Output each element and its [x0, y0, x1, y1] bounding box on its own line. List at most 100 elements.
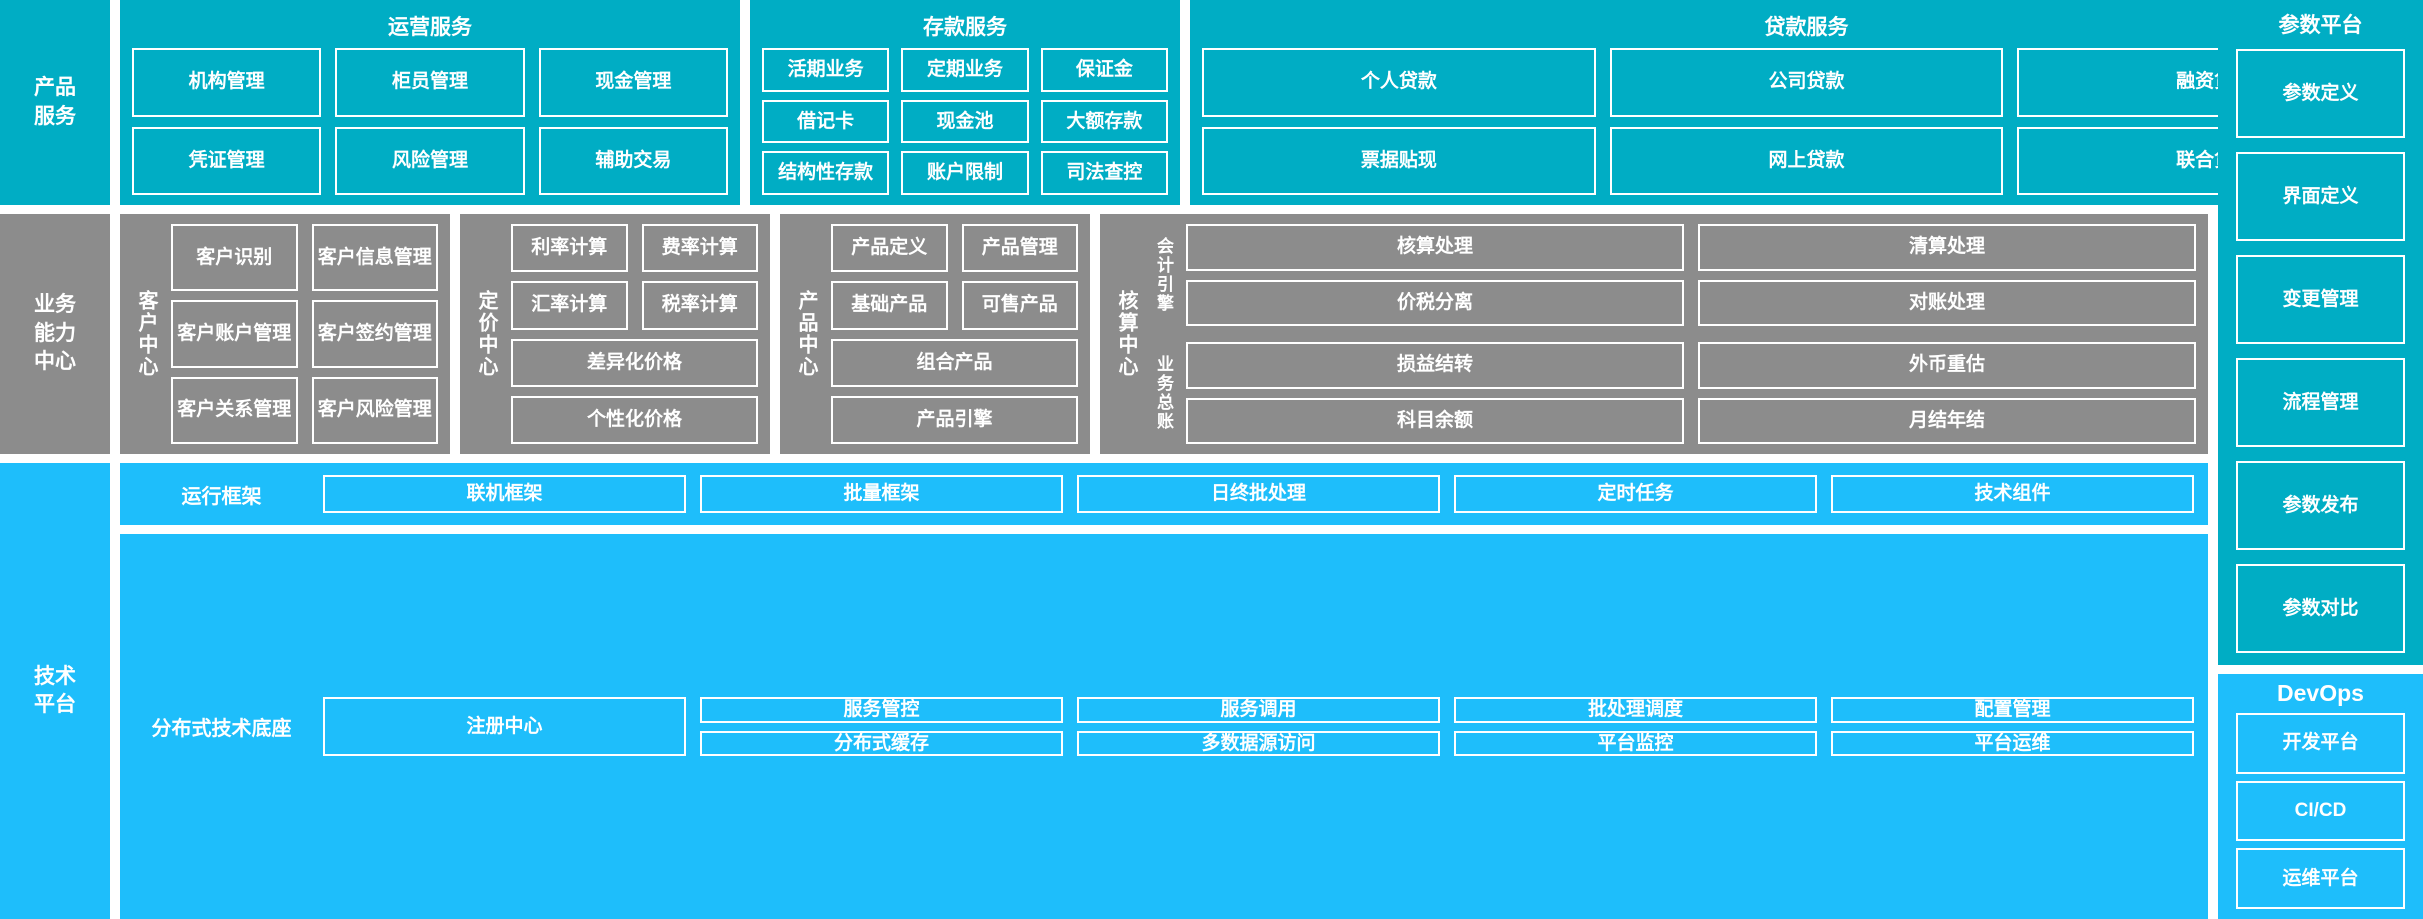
group-operations-services: 运营服务 机构管理 柜员管理 现金管理 凭证管理 风险管理 辅助交易 [120, 0, 740, 205]
capability-item[interactable]: 对账处理 [1698, 279, 2196, 326]
tech-item[interactable]: 平台运维 [1831, 730, 2194, 757]
capability-item[interactable]: 清算处理 [1698, 224, 2196, 271]
center-label-customer: 客户中心 [135, 290, 157, 378]
capability-item[interactable]: 客户识别 [171, 224, 298, 292]
devops-item[interactable]: 开发平台 [2236, 713, 2405, 774]
capability-item[interactable]: 汇率计算 [511, 281, 628, 330]
capability-item[interactable]: 组合产品 [831, 338, 1078, 387]
parameter-item[interactable]: 参数定义 [2236, 49, 2405, 138]
group-title-loan-services: 贷款服务 [1764, 16, 1849, 39]
panel-devops: DevOps 开发平台 CI/CD 运维平台 [2218, 674, 2423, 919]
capability-item[interactable]: 外币重估 [1698, 342, 2196, 389]
tech-item[interactable]: 多数据源访问 [1077, 730, 1440, 757]
group-loan-services: 贷款服务 个人贷款 公司贷款 融资贷款 票据贴现 网上贷款 联合贷款 [1190, 0, 2423, 205]
capability-item[interactable]: 核算处理 [1186, 224, 1684, 271]
service-item[interactable]: 活期业务 [762, 48, 890, 92]
capability-item[interactable]: 利率计算 [511, 224, 628, 273]
service-item[interactable]: 柜员管理 [335, 48, 525, 117]
layer-business-capability: 业务 能力 中心 客户中心 客户识别 客户信息管理 客户账户管理 客户签约管理 … [0, 214, 2423, 454]
band-label-distributed-tech-base: 分布式技术底座 [151, 718, 292, 740]
devops-item[interactable]: 运维平台 [2236, 848, 2405, 910]
panel-title-devops: DevOps [2277, 680, 2364, 706]
capability-item[interactable]: 客户账户管理 [171, 300, 298, 368]
parameter-item[interactable]: 流程管理 [2236, 358, 2405, 447]
service-item[interactable]: 现金管理 [538, 48, 728, 117]
tech-item[interactable]: 批量框架 [700, 475, 1063, 513]
tech-item[interactable]: 配置管理 [1831, 696, 2194, 723]
layer-tech-platform: 技术 平台 运行框架 联机框架 批量框架 日终批处理 定时任务 技术组件 分布式… [0, 463, 2423, 919]
service-item[interactable]: 凭证管理 [132, 126, 322, 195]
capability-item[interactable]: 产品引擎 [831, 395, 1078, 444]
parameter-item[interactable]: 参数对比 [2236, 564, 2405, 653]
center-customer: 客户中心 客户识别 客户信息管理 客户账户管理 客户签约管理 客户关系管理 客户… [120, 214, 450, 454]
panel-title-parameter-platform: 参数平台 [2278, 14, 2363, 37]
service-item[interactable]: 现金池 [901, 99, 1029, 144]
center-accounting: 核算中心 会计引擎 核算处理 清算处理 价税分离 对账处理 业务 [1100, 214, 2208, 454]
center-pricing: 定价中心 利率计算 费率计算 汇率计算 税率计算 差异化价格 个性化价格 [460, 214, 770, 454]
service-item[interactable]: 网上贷款 [1609, 126, 2004, 195]
tech-item[interactable]: 分布式缓存 [700, 730, 1063, 757]
service-item[interactable]: 司法查控 [1040, 151, 1168, 195]
center-label-accounting: 核算中心 [1115, 290, 1137, 378]
capability-item[interactable]: 客户风险管理 [311, 376, 438, 444]
capability-item[interactable]: 基础产品 [831, 281, 948, 330]
center-product: 产品中心 产品定义 产品管理 基础产品 可售产品 组合产品 产品引擎 [780, 214, 1090, 454]
service-item[interactable]: 大额存款 [1040, 99, 1168, 144]
subgroup-label-general-ledger: 业务总账 [1154, 355, 1173, 431]
devops-item[interactable]: CI/CD [2236, 780, 2405, 842]
capability-item[interactable]: 产品管理 [961, 224, 1078, 273]
service-item[interactable]: 个人贷款 [1202, 48, 1596, 117]
tech-item[interactable]: 定时任务 [1454, 475, 1817, 513]
subgroup-label-accounting-engine: 会计引擎 [1154, 237, 1173, 313]
service-item[interactable]: 账户限制 [901, 151, 1029, 195]
tech-item[interactable]: 平台监控 [1454, 730, 1817, 757]
capability-item[interactable]: 客户关系管理 [171, 376, 298, 444]
capability-item[interactable]: 产品定义 [831, 224, 948, 273]
parameter-item[interactable]: 参数发布 [2236, 461, 2405, 550]
capability-item[interactable]: 损益结转 [1186, 342, 1684, 389]
service-item[interactable]: 借记卡 [762, 99, 890, 144]
capability-item[interactable]: 价税分离 [1186, 279, 1684, 326]
parameter-item[interactable]: 变更管理 [2236, 255, 2405, 344]
service-item[interactable]: 结构性存款 [762, 151, 890, 195]
center-label-product: 产品中心 [795, 290, 817, 378]
service-item[interactable]: 辅助交易 [538, 126, 728, 195]
center-label-pricing: 定价中心 [475, 290, 497, 378]
layer-label-business-capability: 业务 能力 中心 [0, 214, 110, 454]
group-deposit-services: 存款服务 活期业务 定期业务 保证金 借记卡 现金池 大额存款 结构性存款 账户… [750, 0, 1180, 205]
capability-item[interactable]: 费率计算 [641, 224, 758, 273]
service-item[interactable]: 保证金 [1040, 48, 1168, 92]
panel-parameter-platform: 参数平台 参数定义 界面定义 变更管理 流程管理 参数发布 参数对比 [2218, 0, 2423, 665]
band-distributed-tech-base: 分布式技术底座 注册中心 服务管控 服务调用 批处理调度 配置管理 分布式缓存 … [120, 534, 2208, 919]
service-item[interactable]: 公司贷款 [1609, 48, 2004, 117]
capability-item[interactable]: 月结年结 [1698, 397, 2196, 444]
capability-item[interactable]: 客户信息管理 [311, 224, 438, 292]
layer-label-product-services: 产品 服务 [0, 0, 110, 205]
service-item[interactable]: 风险管理 [335, 126, 525, 195]
parameter-item[interactable]: 界面定义 [2236, 152, 2405, 241]
capability-item[interactable]: 个性化价格 [511, 395, 758, 444]
capability-item[interactable]: 税率计算 [641, 281, 758, 330]
tech-item[interactable]: 服务管控 [700, 696, 1063, 723]
band-label-runtime-framework: 运行框架 [181, 485, 262, 508]
tech-item-registry[interactable]: 注册中心 [323, 696, 686, 757]
capability-item[interactable]: 差异化价格 [511, 338, 758, 387]
tech-item[interactable]: 技术组件 [1831, 475, 2194, 513]
right-platform-column: 参数平台 参数定义 界面定义 变更管理 流程管理 参数发布 参数对比 DevOp… [2218, 0, 2423, 919]
service-item[interactable]: 定期业务 [901, 48, 1029, 92]
tech-item[interactable]: 日终批处理 [1077, 475, 1440, 513]
subgroup-general-ledger: 业务总账 损益结转 外币重估 科目余额 月结年结 [1151, 342, 2196, 444]
tech-item[interactable]: 服务调用 [1077, 696, 1440, 723]
capability-item[interactable]: 可售产品 [961, 281, 1078, 330]
capability-item[interactable]: 客户签约管理 [311, 300, 438, 368]
layer-label-tech-platform: 技术 平台 [0, 463, 110, 919]
service-item[interactable]: 机构管理 [132, 48, 322, 117]
capability-item[interactable]: 科目余额 [1186, 397, 1684, 444]
tech-item[interactable]: 联机框架 [323, 475, 686, 513]
tech-item[interactable]: 批处理调度 [1454, 696, 1817, 723]
band-runtime-framework: 运行框架 联机框架 批量框架 日终批处理 定时任务 技术组件 [120, 463, 2208, 525]
group-title-deposit-services: 存款服务 [923, 16, 1007, 39]
service-item[interactable]: 票据贴现 [1202, 126, 1596, 195]
